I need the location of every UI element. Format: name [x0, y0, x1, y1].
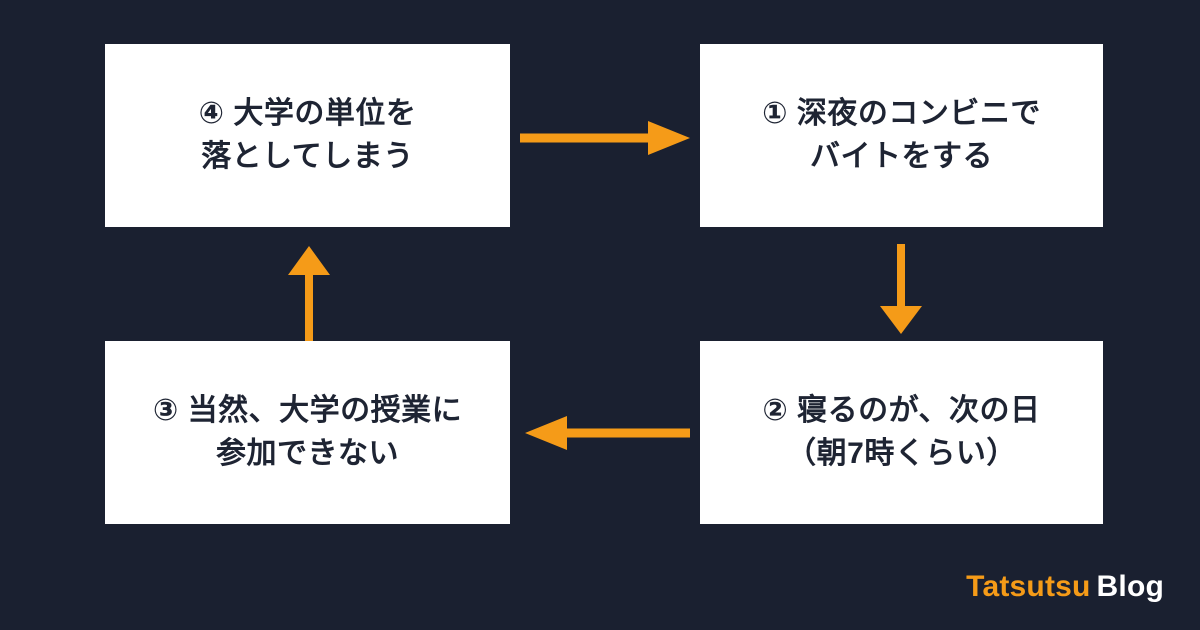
flow-node-4-line2: 落としてしまう	[201, 139, 414, 173]
logo-suffix-text: Blog	[1096, 570, 1164, 603]
logo-brand-text: Tatsutsu	[966, 570, 1091, 603]
flow-node-2-line1: ② 寝るのが、次の日	[762, 393, 1041, 427]
flow-node-2: ② 寝るのが、次の日 （朝7時くらい）	[700, 341, 1103, 524]
flow-node-2-line2: （朝7時くらい）	[786, 436, 1017, 470]
flow-node-1-line1: ① 深夜のコンビニで	[762, 96, 1041, 130]
flow-node-3: ③ 当然、大学の授業に 参加できない	[105, 341, 510, 524]
flow-node-1-line2: バイトをする	[810, 139, 993, 173]
flow-node-3-line1: ③ 当然、大学の授業に	[152, 393, 463, 427]
arrow-down-icon	[880, 244, 922, 334]
flow-node-4: ④ 大学の単位を 落としてしまう	[105, 44, 510, 227]
arrow-right-icon	[520, 118, 690, 158]
arrow-left-icon	[525, 413, 690, 453]
arrow-up-icon	[288, 246, 330, 341]
flow-node-3-line2: 参加できない	[216, 436, 399, 470]
flow-node-4-line1: ④ 大学の単位を	[198, 96, 417, 130]
flow-node-1: ① 深夜のコンビニで バイトをする	[700, 44, 1103, 227]
